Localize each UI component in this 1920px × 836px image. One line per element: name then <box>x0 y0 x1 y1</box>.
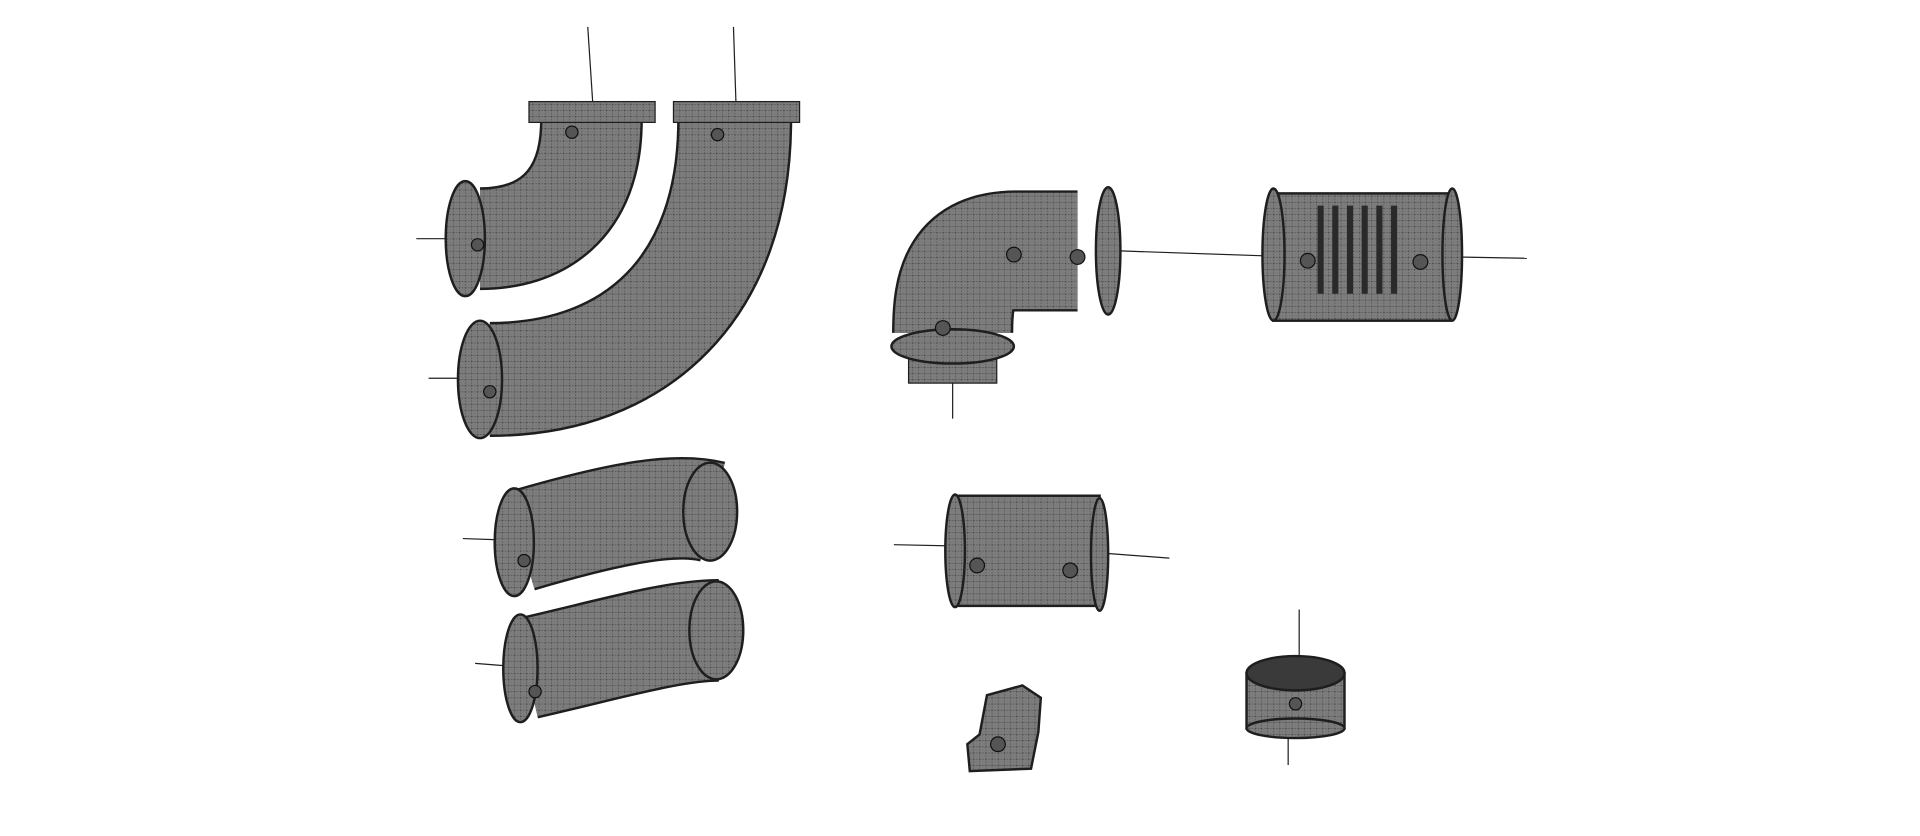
curved-pipe-upper[interactable] <box>493 456 739 598</box>
elbow-pipe[interactable] <box>890 186 1122 384</box>
curved-pipe-lower[interactable] <box>502 578 745 724</box>
large-u-bend-pipe[interactable] <box>456 100 801 440</box>
finned-cylinder-pipe[interactable] <box>1261 187 1464 322</box>
small-u-bend-pipe[interactable] <box>444 100 656 298</box>
ring-clamp[interactable] <box>1245 654 1346 740</box>
bracket-piece[interactable] <box>966 684 1043 773</box>
straight-cylinder-pipe[interactable] <box>944 493 1110 613</box>
axis-lines <box>416 26 1527 766</box>
cooling-fins <box>1317 205 1398 294</box>
